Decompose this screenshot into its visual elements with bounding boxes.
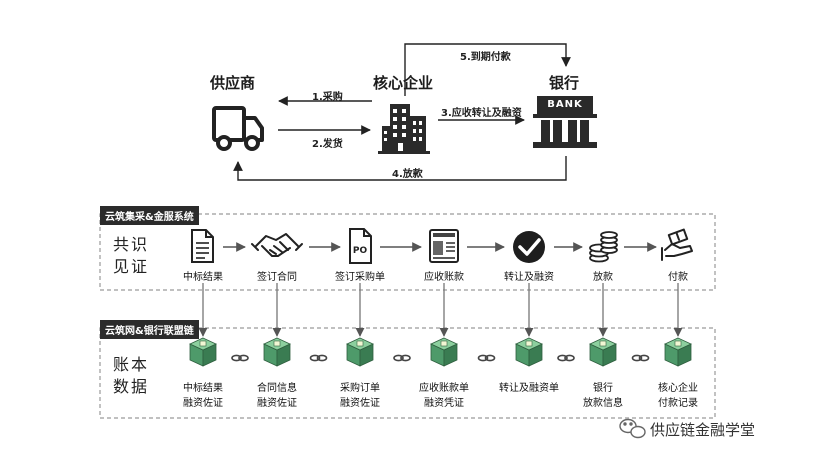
ledger-block-label: 采购订单融资佐证 (315, 381, 405, 411)
ledger-block-label: 转让及融资单 (484, 381, 574, 396)
ledger-block-label: 合同信息融资佐证 (232, 381, 322, 411)
ledger-block-icon (346, 337, 374, 367)
chain-link-icon (231, 354, 249, 362)
consensus-side-line1: 共识 (113, 235, 150, 254)
wechat-icon (619, 418, 646, 439)
ledger-block-label: 银行放款信息 (558, 381, 648, 411)
ledger-side-line1: 账本 (113, 355, 150, 374)
po-label: PO (353, 246, 368, 256)
consensus-panel (99, 213, 716, 291)
ship-flow-label: 2.发货 (312, 139, 343, 150)
chain-links (231, 354, 650, 362)
consensus-system-tag: 云筑集采&金服系统 (100, 206, 199, 225)
coins-icon (589, 231, 618, 263)
purchase-order-icon: PO (349, 228, 372, 264)
chain-link-icon (309, 354, 328, 362)
ledger-block-icon (515, 337, 543, 367)
chain-link-icon (477, 354, 496, 362)
step-label: 应收账款 (424, 272, 464, 283)
ledger-block-label: 核心企业付款记录 (633, 381, 723, 411)
ledger-block-icon (430, 337, 458, 367)
invoice-icon (429, 229, 459, 263)
ledger-panel (99, 327, 716, 419)
ledger-block-label: 应收账款单融资凭证 (399, 381, 489, 411)
check-circle-icon (513, 231, 545, 263)
loan-flow-label: 4.放款 (392, 169, 423, 180)
payment-hand-icon (661, 228, 693, 261)
step-label: 付款 (668, 272, 688, 283)
receivable-flow-label: 3.应收转让及融资 (441, 108, 522, 119)
ledger-blocks (189, 337, 692, 367)
bank-sign: BANK (547, 99, 583, 110)
vertical-connectors (198, 283, 683, 337)
ledger-block-title: 转让及融资单 (499, 383, 559, 394)
loan-arrow (233, 156, 567, 181)
ledger-block-subtitle: 融资凭证 (424, 398, 464, 409)
watermark: 供应链金融学堂 (650, 421, 756, 439)
ledger-chain-tag: 云筑网&银行联盟链 (100, 320, 199, 339)
ledger-block-subtitle: 放款信息 (583, 398, 623, 409)
ledger-side-line2: 数据 (113, 377, 150, 396)
ledger-block-title: 银行 (593, 383, 613, 394)
ledger-block-label: 中标结果融资佐证 (158, 381, 248, 411)
ledger-block-icon (189, 337, 217, 367)
step-label: 转让及融资 (504, 272, 554, 283)
ledger-block-icon (263, 337, 291, 367)
supplier-label: 供应商 (210, 74, 256, 92)
bank-label: 银行 (549, 74, 580, 92)
building-icon (378, 104, 430, 154)
truck-icon (212, 106, 264, 151)
consensus-side-line2: 见证 (113, 257, 150, 276)
ledger-block-icon (664, 337, 692, 367)
core-enterprise-label: 核心企业 (373, 74, 434, 92)
chain-link-icon (393, 354, 411, 362)
ledger-block-icon (589, 337, 617, 367)
purchase-flow-label: 1.采购 (312, 92, 343, 103)
step-label: 放款 (593, 272, 613, 283)
bank-icon (533, 96, 597, 148)
step-label: 签订合同 (257, 272, 297, 283)
consensus-side-label: 共识 见证 (113, 234, 149, 278)
ledger-block-title: 采购订单 (340, 383, 380, 394)
ledger-block-subtitle: 融资佐证 (183, 398, 223, 409)
ledger-side-label: 账本 数据 (113, 354, 149, 398)
due-payment-arrow (404, 43, 571, 96)
ledger-block-title: 合同信息 (257, 383, 297, 394)
due-payment-flow-label: 5.到期付款 (460, 52, 511, 63)
step-label: 签订采购单 (335, 272, 385, 283)
document-icon (191, 229, 214, 263)
chain-link-icon (631, 354, 650, 362)
ledger-block-subtitle: 付款记录 (658, 398, 698, 409)
step-label: 中标结果 (183, 272, 223, 283)
ledger-block-subtitle: 融资佐证 (340, 398, 380, 409)
ledger-block-title: 中标结果 (183, 383, 223, 394)
ledger-block-title: 应收账款单 (419, 383, 469, 394)
ledger-block-title: 核心企业 (658, 383, 698, 394)
ledger-block-subtitle: 融资佐证 (257, 398, 297, 409)
chain-link-icon (557, 354, 575, 362)
handshake-icon (251, 233, 303, 257)
